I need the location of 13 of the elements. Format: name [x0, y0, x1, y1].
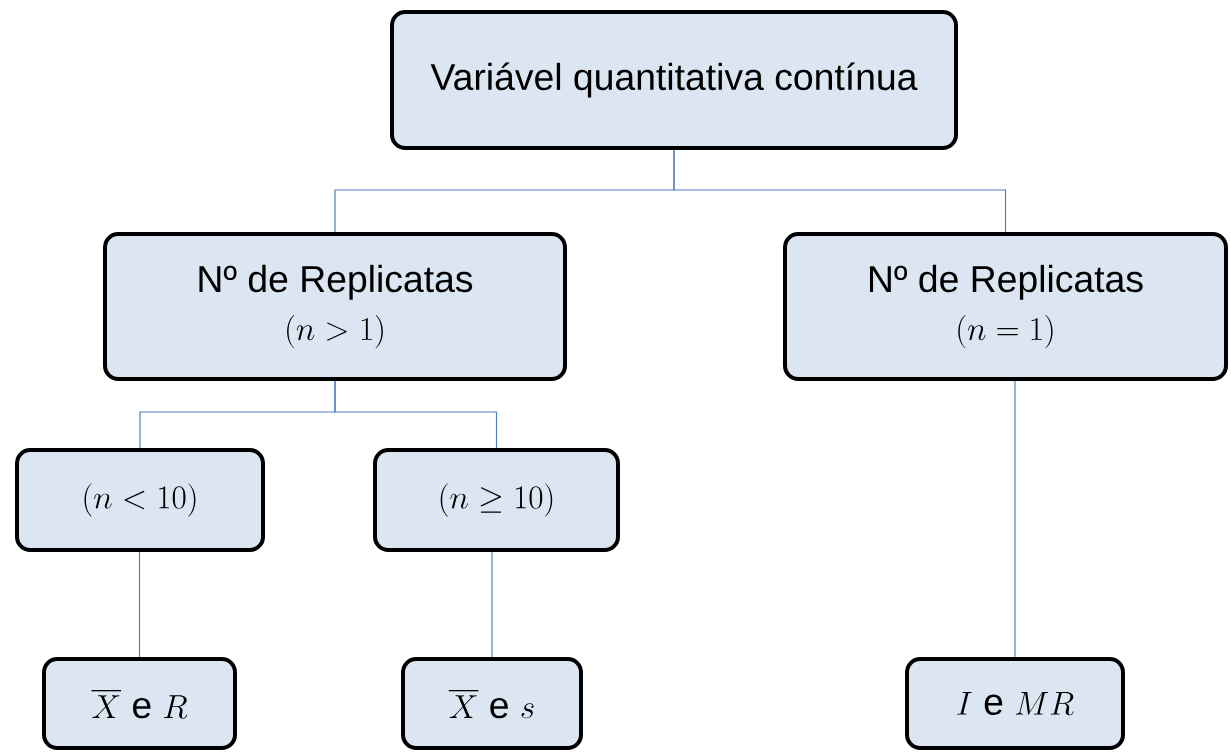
category-box: $I\text{ e }MR$ — [905, 657, 1125, 750]
connector-line — [491, 551, 493, 658]
category-box: Variável quantitativa contínua — [390, 10, 958, 150]
category-box: $\overline{X}\text{ e }R$ — [42, 657, 237, 750]
connector-line — [673, 149, 1007, 233]
category-box: $(n < 10)$ — [15, 448, 265, 552]
connector-line — [1014, 380, 1016, 658]
category-box: $\overline{X}\text{ e }s$ — [401, 657, 583, 750]
category-box: Nº de Replicatas $(n > 1)$ — [103, 232, 567, 381]
category-box: Nº de Replicatas $(n = 1)$ — [783, 232, 1228, 381]
connector-line — [334, 380, 498, 449]
category-box: $(n \geq 10)$ — [373, 448, 620, 552]
connector-line — [138, 551, 141, 658]
